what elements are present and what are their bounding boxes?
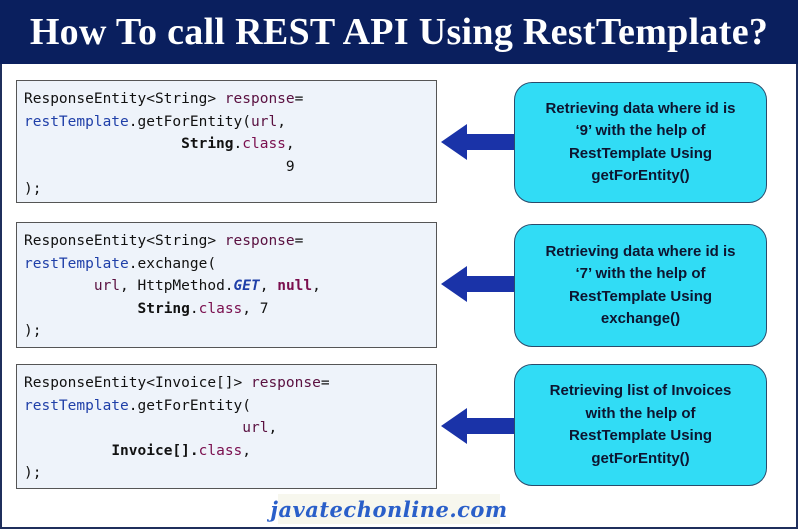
note-text: Retrieving data where id is ‘7’ with the… [545, 242, 736, 328]
note-exchange-id7: Retrieving data where id is ‘7’ with the… [514, 224, 767, 347]
note-text: Retrieving data where id is ‘9’ with the… [545, 99, 736, 185]
left-arrow-icon [441, 124, 515, 160]
note-getforentity-invoices: Retrieving list of Invoices with the hel… [514, 364, 767, 486]
code-block-getforentity: ResponseEntity<String> response= restTem… [16, 80, 437, 203]
code-block-getforentity-list: ResponseEntity<Invoice[]> response= rest… [16, 364, 437, 489]
page-title: How To call REST API Using RestTemplate? [29, 11, 769, 53]
code-text: ResponseEntity<String> response= restTem… [24, 233, 321, 339]
site-name: javatechonline.com [270, 496, 508, 522]
title-banner: How To call REST API Using RestTemplate? [0, 0, 798, 64]
left-arrow-icon [441, 408, 515, 444]
left-arrow-icon [441, 266, 515, 302]
footer-watermark: javatechonline.com [270, 494, 507, 524]
code-text: ResponseEntity<String> response= restTem… [24, 91, 304, 197]
note-getforentity-id9: Retrieving data where id is ‘9’ with the… [514, 82, 767, 203]
code-text: ResponseEntity<Invoice[]> response= rest… [24, 375, 330, 481]
code-block-exchange: ResponseEntity<String> response= restTem… [16, 222, 437, 348]
note-text: Retrieving list of Invoices with the hel… [549, 382, 732, 467]
